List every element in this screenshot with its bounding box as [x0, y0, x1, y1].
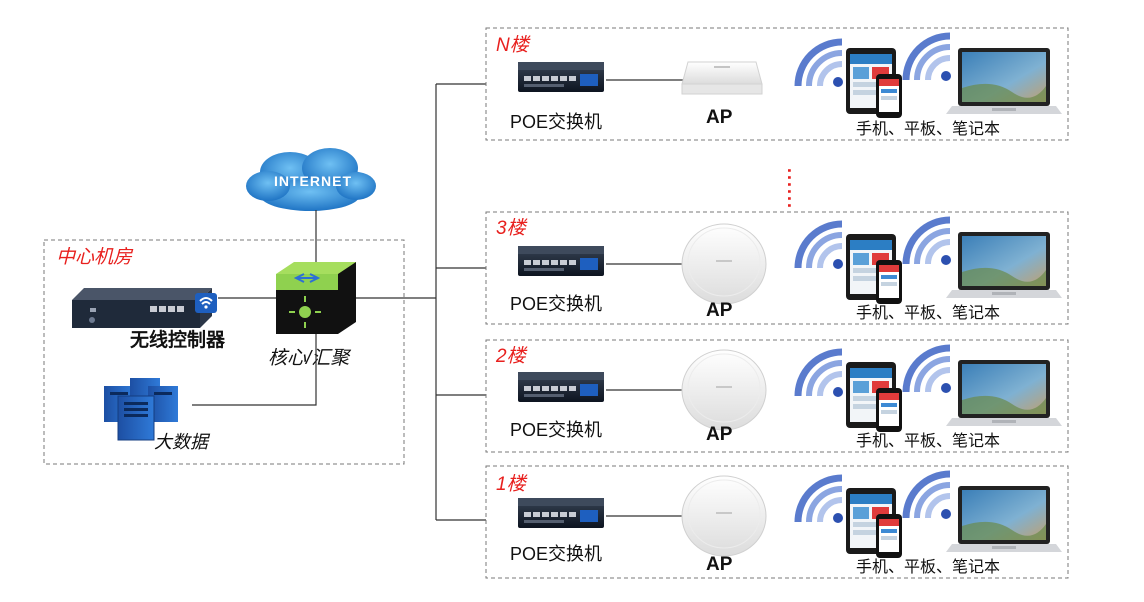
- floor-1-title: 1楼: [496, 474, 528, 495]
- floor-n-laptop-icon: [946, 48, 1062, 114]
- floor-3-laptop-icon: [946, 232, 1062, 298]
- floor-2-ap-icon: [681, 349, 767, 431]
- floor-n-devices-label: 手机、平板、笔记本: [856, 120, 1000, 138]
- floor-1-devices-label: 手机、平板、笔记本: [856, 558, 1000, 576]
- floor-n-ap-icon: [681, 61, 763, 95]
- floor-n-wifi-icon-1: [798, 42, 843, 87]
- floor-3-switch-label: POE交换机: [510, 294, 602, 314]
- floor-1-ap-label: AP: [706, 554, 733, 575]
- internet-label: INTERNET: [274, 173, 352, 189]
- floor-2-panel: 2楼 POE交换机 AP 手机、平板、笔记本: [485, 339, 1069, 453]
- floor-1-ap-icon: [681, 475, 767, 557]
- floor-1-switch-icon: [518, 498, 604, 528]
- floor-n-wifi-icon-2: [906, 36, 951, 81]
- floor-2-title: 2楼: [495, 346, 528, 367]
- floor-3-title: 3楼: [496, 218, 528, 239]
- floor-3-tablet-icon: [846, 234, 902, 304]
- floor-2-wifi-icon-2: [906, 348, 951, 393]
- floor-2-laptop-icon: [946, 360, 1062, 426]
- bigdata-label: 大数据: [154, 432, 211, 452]
- floor-n-panel: N楼 POE交换机 AP 手机、平板、笔记本: [485, 27, 1069, 141]
- floor-2-wifi-icon-1: [798, 352, 843, 397]
- floor-2-ap-label: AP: [706, 424, 733, 445]
- floor-3-switch-icon: [518, 246, 604, 276]
- center-room-title: 中心机房: [56, 247, 134, 268]
- wireless-controller-icon: [72, 288, 212, 328]
- floor-n-ap-label: AP: [706, 107, 733, 128]
- floor-n-tablet-icon: [846, 48, 902, 118]
- floor-3-ap-label: AP: [706, 300, 733, 321]
- floor-1-panel: 1楼 POE交换机 AP 手机、平板、笔记本: [485, 465, 1069, 579]
- internet-cloud-icon: [246, 148, 376, 211]
- floor-2-switch-icon: [518, 372, 604, 402]
- floor-3-devices-label: 手机、平板、笔记本: [856, 304, 1000, 322]
- center-room-frame: [43, 239, 405, 465]
- floor-3-wifi-icon-1: [798, 224, 843, 269]
- core-label: 核心/汇聚: [268, 347, 352, 369]
- controller-label: 无线控制器: [130, 328, 226, 351]
- core-switch-icon: [276, 262, 356, 334]
- floor-1-wifi-icon-2: [906, 474, 951, 519]
- floor-ellipsis: ......: [784, 168, 804, 210]
- big-data-servers-icon: [104, 378, 178, 441]
- floor-2-switch-label: POE交换机: [510, 420, 602, 440]
- bigdata-link: [192, 334, 317, 406]
- floor-n-switch-icon: [518, 62, 604, 92]
- floor-1-tablet-icon: [846, 488, 902, 558]
- floor-1-laptop-icon: [946, 486, 1062, 552]
- floor-3-panel: 3楼 POE交换机 AP 手机、平板、笔记本: [485, 211, 1069, 325]
- floor-1-wifi-icon-1: [798, 478, 843, 523]
- floor-3-wifi-icon-2: [906, 220, 951, 265]
- floor-n-switch-label: POE交换机: [510, 112, 602, 132]
- floor-3-ap-icon: [681, 223, 767, 305]
- floor-1-switch-label: POE交换机: [510, 544, 602, 564]
- floor-n-title: N楼: [496, 35, 531, 56]
- floor-2-devices-label: 手机、平板、笔记本: [856, 432, 1000, 450]
- controller-wifi-badge-icon: [195, 293, 217, 313]
- floor-2-tablet-icon: [846, 362, 902, 432]
